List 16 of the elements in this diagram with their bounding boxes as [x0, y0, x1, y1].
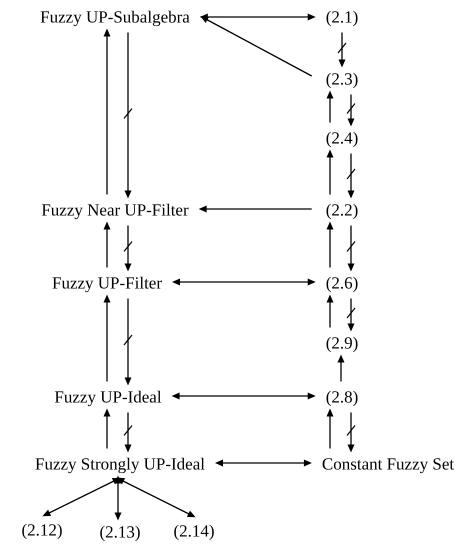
node-label: Fuzzy UP-Filter	[50, 272, 164, 294]
node-label: (2.14)	[171, 520, 217, 542]
node-label: (2.1)	[324, 6, 360, 28]
node-label: (2.4)	[324, 128, 360, 148]
node-label: (2.6)	[324, 272, 360, 294]
node-label: (2.2)	[324, 200, 360, 220]
node-label: Fuzzy Strongly UP-Ideal	[33, 454, 207, 474]
node-label: (2.12)	[19, 520, 65, 540]
node-label: Fuzzy Near UP-Filter	[39, 200, 191, 220]
node-label: Fuzzy UP-Subalgebra	[38, 6, 192, 28]
node-label: (2.13)	[97, 522, 143, 542]
node-label: (2.9)	[324, 332, 360, 354]
node-label: (2.8)	[324, 386, 360, 408]
node-label: Fuzzy UP-Ideal	[52, 386, 164, 408]
node-label: (2.3)	[324, 68, 360, 90]
node-label: Constant Fuzzy Set	[320, 454, 456, 474]
